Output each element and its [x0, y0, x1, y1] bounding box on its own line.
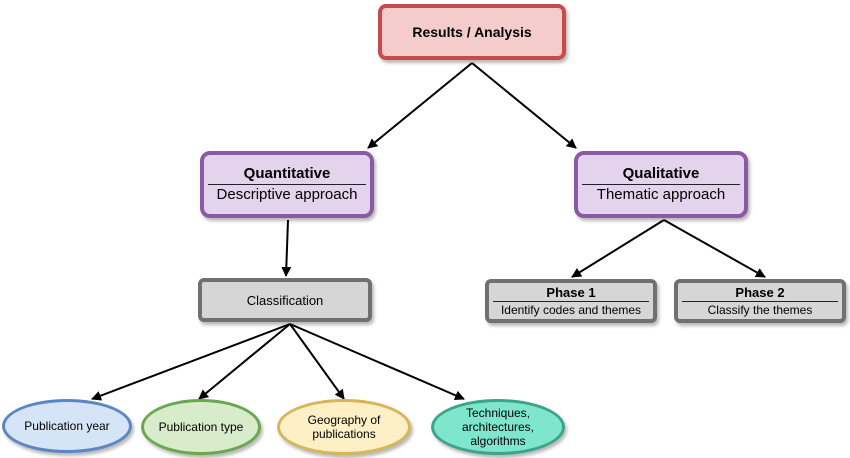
phase-2-node: Phase 2 Classify the themes [674, 279, 846, 323]
techniques-label: Techniques, architectures, algorithms [461, 406, 535, 448]
phase-1-subtitle: Identify codes and themes [500, 302, 642, 317]
phase-2-subtitle: Classify the themes [707, 302, 813, 317]
qualitative-node: Qualitative Thematic approach [574, 151, 748, 218]
arrow-classification-to-publication-type [198, 323, 291, 400]
phase-1-title: Phase 1 [493, 285, 649, 302]
publication-type-label: Publication type [158, 420, 244, 434]
arrow-classification-to-techniques [289, 323, 465, 401]
publication-year-node: Publication year [2, 399, 132, 453]
arrow-quantitative-to-classification [281, 219, 292, 277]
quantitative-title: Quantitative [208, 165, 366, 185]
classification-node: Classification [198, 278, 372, 322]
phase-1-node: Phase 1 Identify codes and themes [485, 279, 657, 323]
quantitative-subtitle: Descriptive approach [216, 186, 358, 203]
publication-year-label: Publication year [24, 419, 110, 433]
arrow-root-to-quantitative [367, 62, 473, 149]
phase-2-title: Phase 2 [682, 285, 838, 302]
results-analysis-node: Results / Analysis [378, 4, 566, 60]
publication-type-node: Publication type [141, 399, 261, 455]
qualitative-subtitle: Thematic approach [596, 186, 726, 203]
arrow-classification-to-geography [289, 323, 345, 400]
arrow-qualitative-to-phase-2 [663, 219, 766, 278]
techniques-node: Techniques, architectures, algorithms [431, 399, 565, 455]
results-analysis-label: Results / Analysis [412, 24, 532, 40]
qualitative-title: Qualitative [582, 165, 740, 185]
classification-label: Classification [246, 292, 324, 308]
geography-node: Geography of publications [277, 399, 411, 455]
arrow-root-to-qualitative [471, 62, 577, 149]
arrow-qualitative-to-phase-1 [571, 219, 665, 278]
geography-label: Geography of publications [307, 413, 381, 441]
quantitative-node: Quantitative Descriptive approach [200, 151, 374, 218]
arrow-classification-to-publication-year [91, 323, 291, 401]
